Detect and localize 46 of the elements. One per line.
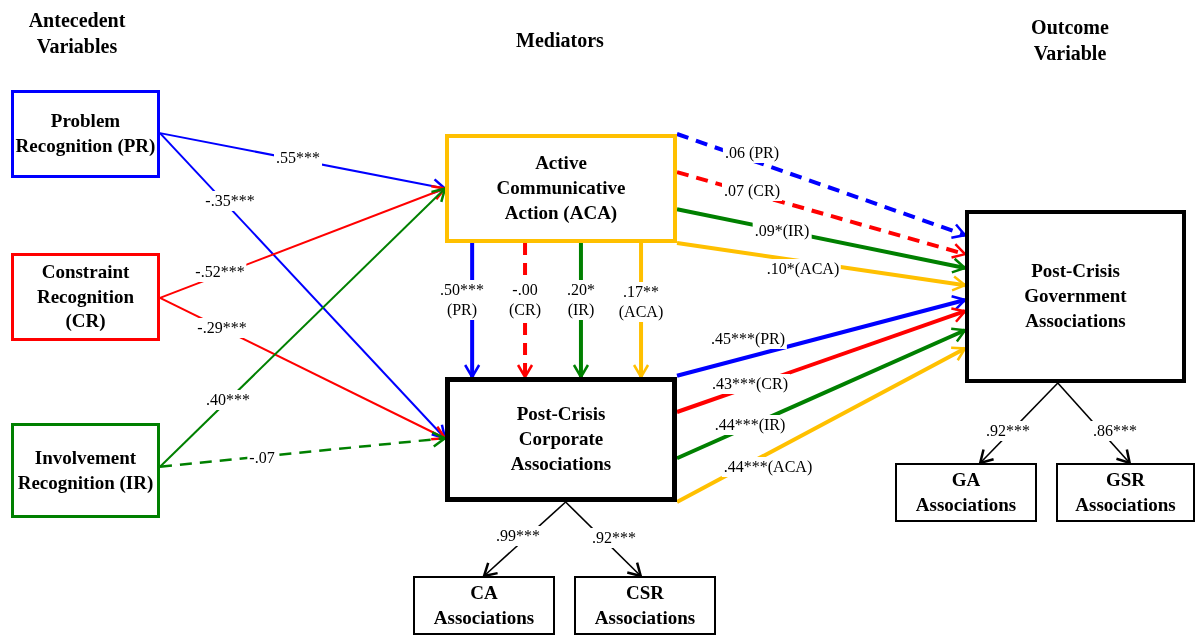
variable-name: Post-Crisis Government Associations xyxy=(1023,259,1128,333)
variable-name: Problem Recognition (PR) xyxy=(15,109,156,158)
edge-label: .92*** xyxy=(984,421,1032,441)
edge-label: .07 (CR) xyxy=(722,181,782,201)
variable-name: CSR Associations xyxy=(593,580,697,630)
edge-label: .44***(ACA) xyxy=(721,457,815,477)
variable-name: Active Communicative Action (ACA) xyxy=(495,151,627,225)
edge-label: .10*(ACA) xyxy=(764,259,842,279)
edge-label: .99*** xyxy=(494,526,542,546)
edge-label: .43***(CR) xyxy=(710,374,790,394)
variable-box xyxy=(11,253,160,341)
arrow xyxy=(159,132,447,440)
variable-name: Post-Crisis Corporate Associations xyxy=(509,402,613,476)
edge-label: .06 (PR) xyxy=(722,143,782,163)
arrow xyxy=(676,295,967,378)
arrow xyxy=(159,431,447,468)
edge-label: -.35*** xyxy=(203,191,257,211)
edge-label: .40*** xyxy=(204,390,252,410)
edge-label: .09*(IR) xyxy=(752,221,812,241)
variable-box xyxy=(895,463,1037,522)
variable-box xyxy=(413,576,555,635)
arrow xyxy=(676,346,967,504)
edge-label: .44***(IR) xyxy=(712,415,788,435)
column-heading: Mediators xyxy=(515,28,605,53)
column-heading: Antecedent Variables xyxy=(27,8,127,59)
arrow xyxy=(676,132,967,239)
edge-label: .92*** xyxy=(590,528,638,548)
variable-box xyxy=(1056,463,1195,522)
edge-label: -.29*** xyxy=(195,318,249,338)
edge-label: -.52*** xyxy=(193,262,247,282)
variable-box xyxy=(11,90,160,178)
arrow xyxy=(676,170,967,259)
arrow xyxy=(676,327,967,461)
variable-name: Constraint Recognition (CR) xyxy=(35,259,136,334)
arrow xyxy=(159,187,447,468)
column-heading: Outcome Variable xyxy=(1030,15,1110,66)
variable-name: CA Associations xyxy=(432,580,536,630)
variable-box xyxy=(445,134,677,243)
edge-label: .86*** xyxy=(1091,421,1139,441)
variable-box xyxy=(11,423,160,518)
variable-name: GSR Associations xyxy=(1074,467,1177,517)
variable-name: Involvement Recognition (IR) xyxy=(16,445,155,495)
variable-box xyxy=(574,576,716,635)
variable-name: GA Associations xyxy=(914,467,1018,517)
variable-box xyxy=(445,377,677,502)
variable-box xyxy=(965,210,1186,383)
